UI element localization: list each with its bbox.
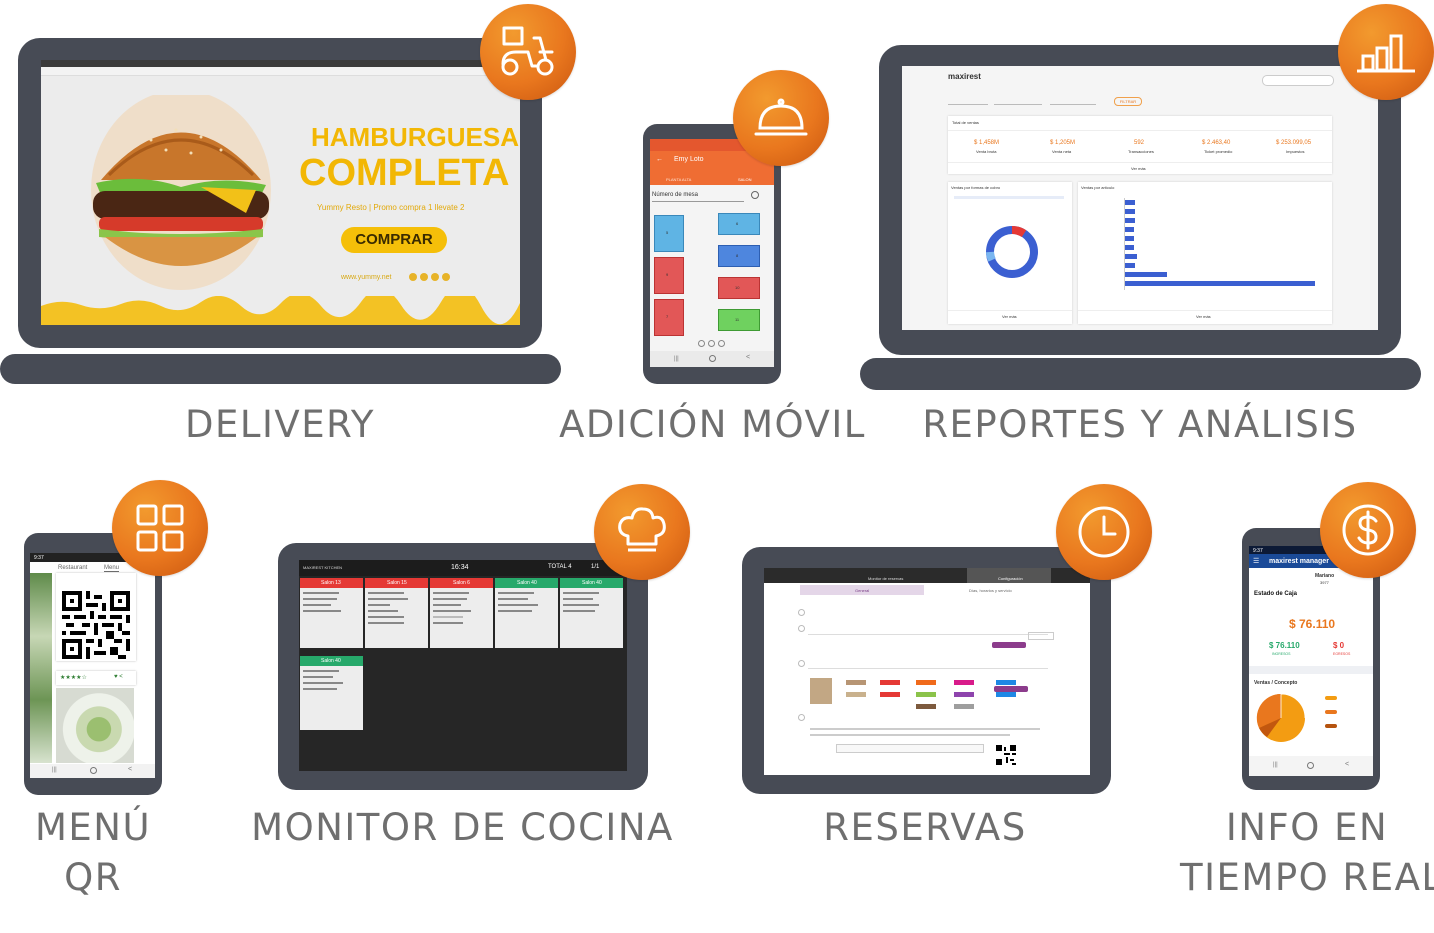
brand-logo: maxirest bbox=[948, 72, 981, 81]
app-title: maxirest manager bbox=[1269, 558, 1329, 565]
preview-button[interactable] bbox=[992, 642, 1026, 648]
promo-subtitle: Yummy Resto | Promo compra 1 llevate 2 bbox=[317, 203, 465, 212]
direct-link-input[interactable] bbox=[836, 744, 984, 753]
ticket-header[interactable] bbox=[430, 578, 493, 588]
table-number-input[interactable]: Número de mesa bbox=[652, 192, 744, 202]
burger-image bbox=[91, 95, 271, 290]
filter-button[interactable]: FILTRAR bbox=[1114, 97, 1142, 106]
menu-qr-screen: 9:37 Restaurant Menu ★★★★☆ ♥ < ||| < bbox=[30, 553, 155, 778]
reservas-screen: Monitor de reservas Configuración Genera… bbox=[764, 568, 1090, 775]
info-screen: 9:37 ☰ maxirest manager Mariano 3977 Est… bbox=[1249, 546, 1373, 776]
panel-right-more[interactable]: Ver más bbox=[1196, 314, 1211, 319]
promo-title-1: HAMBURGUESA bbox=[311, 122, 519, 152]
save-button[interactable] bbox=[1028, 632, 1054, 640]
caption-reportes: REPORTES Y ANÁLISIS bbox=[922, 403, 1358, 446]
logo-preview bbox=[810, 678, 832, 704]
cloche-icon bbox=[733, 70, 829, 166]
tab-planta-alta[interactable]: PLANTA ALTA bbox=[666, 177, 692, 182]
caption-menu-line1: MENÚ bbox=[34, 806, 152, 849]
subtab-general[interactable]: General bbox=[855, 588, 870, 593]
cash-total: $ 76.110 bbox=[1289, 617, 1336, 631]
social-icons bbox=[409, 273, 453, 282]
caption-reservas: RESERVAS bbox=[823, 806, 1027, 849]
tab-monitor-reservas[interactable]: Monitor de reservas bbox=[868, 576, 904, 581]
subtab-dias[interactable]: Días, horarios y servicio bbox=[969, 588, 1012, 593]
adicion-screen: ← Emy Loto PLANTA ALTA SALON Número de m… bbox=[650, 139, 774, 367]
bar-chart-icon bbox=[1338, 4, 1434, 100]
ticket-header[interactable] bbox=[300, 656, 363, 666]
caption-info-line1: INFO EN bbox=[1225, 806, 1389, 849]
see-more-link[interactable]: Ver más bbox=[1131, 166, 1146, 171]
buy-button[interactable]: COMPRAR bbox=[341, 227, 447, 253]
sales-pie bbox=[1256, 693, 1306, 742]
cocina-screen: MAXIREST KITCHEN 16:34 TOTAL 4 1/1 Salon… bbox=[299, 560, 627, 771]
kitchen-clock: 16:34 bbox=[451, 564, 469, 571]
search-icon[interactable] bbox=[751, 191, 759, 199]
promo-website: www.yummy.net bbox=[341, 274, 392, 281]
caption-delivery: DELIVERY bbox=[184, 403, 376, 446]
dollar-icon bbox=[1320, 482, 1416, 578]
panel-left-more[interactable]: Ver más bbox=[1002, 314, 1017, 319]
delivery-screen: HAMBURGUESA COMPLETA Yummy Resto | Promo… bbox=[41, 60, 520, 325]
user-name: Mariano bbox=[1315, 573, 1335, 579]
ticket-header[interactable] bbox=[365, 578, 428, 588]
tab-configuracion[interactable]: Configuración bbox=[998, 576, 1023, 581]
reportes-screen: maxirest FILTRAR Total de ventas $ 1,458… bbox=[902, 66, 1378, 330]
tab-menu[interactable]: Menu bbox=[104, 565, 120, 572]
chef-hat-icon bbox=[594, 484, 690, 580]
caption-menu-line2: QR bbox=[64, 856, 122, 899]
qr-code bbox=[62, 591, 130, 659]
scooter-icon bbox=[480, 4, 576, 100]
tab-salon[interactable]: SALON bbox=[738, 177, 752, 182]
caption-info-line2: TIEMPO REAL bbox=[1180, 856, 1434, 899]
ticket-header[interactable] bbox=[560, 578, 623, 588]
caption-cocina: MONITOR DE COCINA bbox=[251, 806, 674, 849]
reservas-qr bbox=[996, 745, 1016, 765]
ticket-header[interactable] bbox=[495, 578, 558, 588]
caption-adicion: ADICIÓN MÓVIL bbox=[559, 403, 866, 446]
user-name: Emy Loto bbox=[674, 156, 704, 163]
tab-restaurant[interactable]: Restaurant bbox=[58, 565, 88, 571]
clock-icon bbox=[1056, 484, 1152, 580]
ticket-header[interactable] bbox=[300, 578, 363, 588]
qr-grid-icon bbox=[112, 480, 208, 576]
promo-title-2: COMPLETA bbox=[299, 152, 510, 194]
